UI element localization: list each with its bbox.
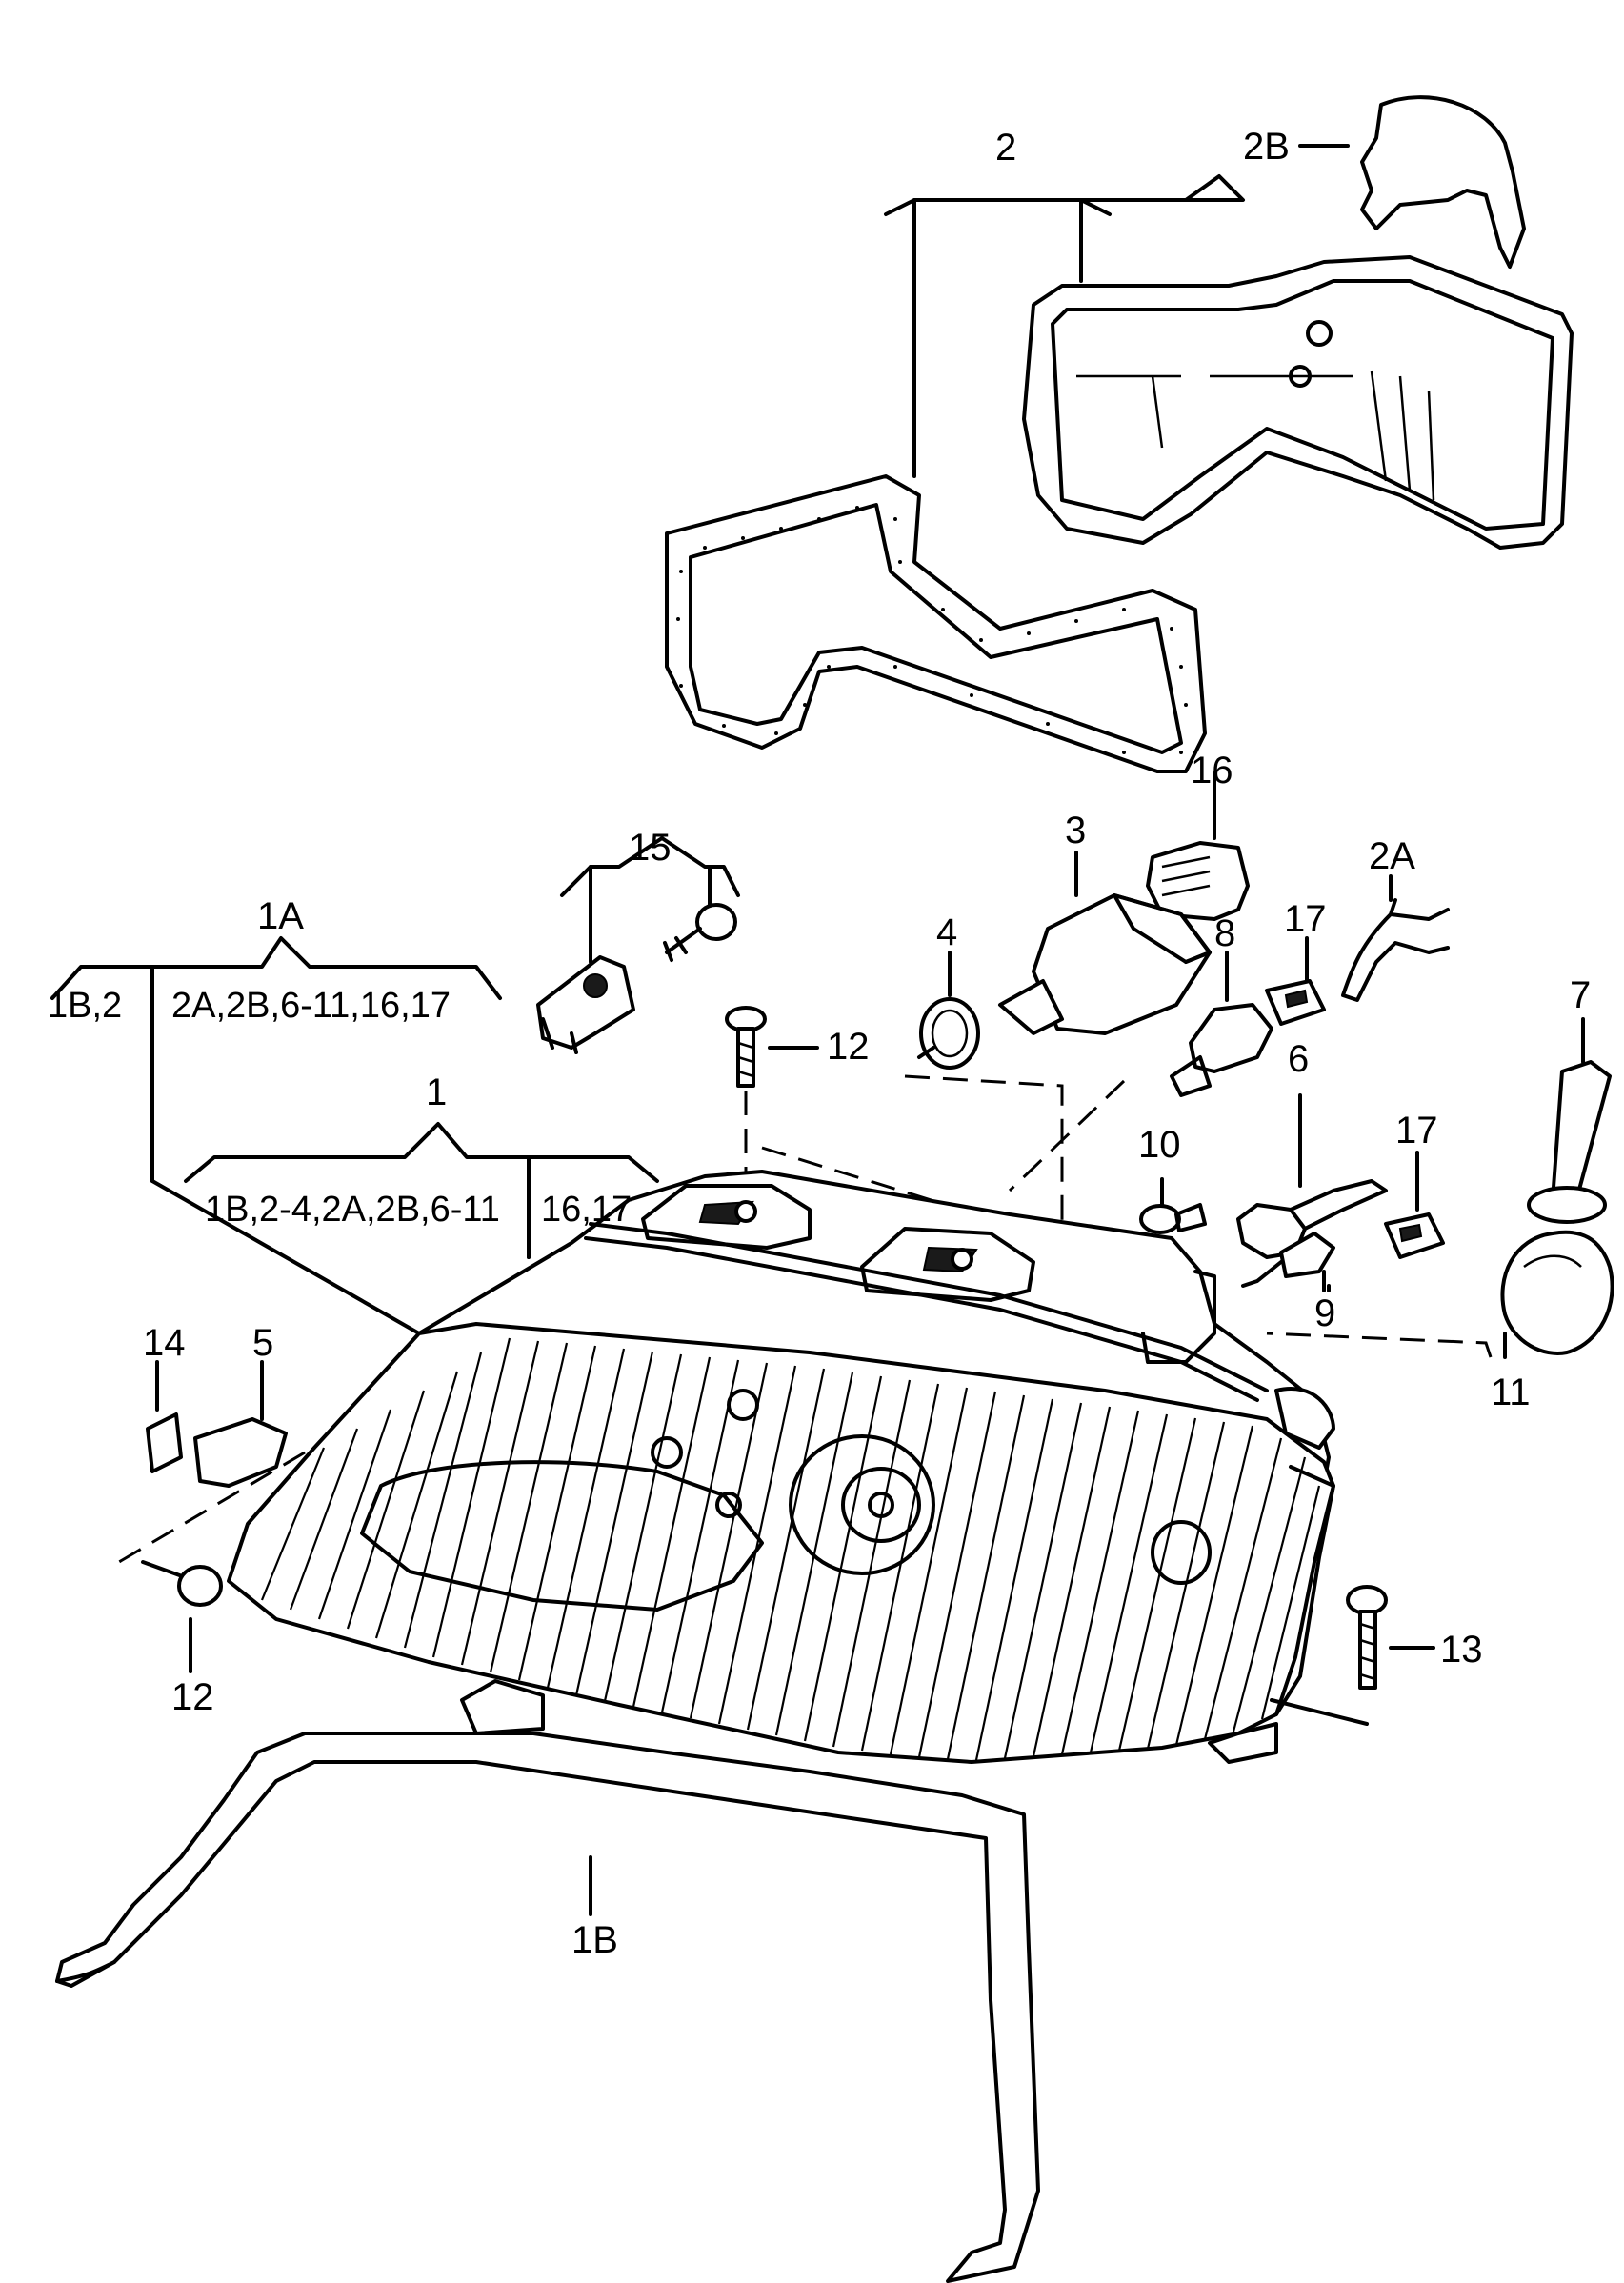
part-13-bolt bbox=[1270, 1585, 1435, 1726]
label-8: 8 bbox=[1214, 912, 1235, 954]
part-2-bracket bbox=[884, 174, 1245, 478]
part-12-bolt-lower bbox=[141, 1560, 223, 1673]
label-9: 9 bbox=[1314, 1292, 1335, 1334]
part-1-headlight bbox=[227, 1170, 1335, 1764]
label-11: 11 bbox=[1491, 1372, 1531, 1413]
part-1b-frame bbox=[55, 1679, 1040, 2283]
part-17-upper bbox=[1265, 936, 1326, 1026]
part-4-ring bbox=[917, 951, 980, 1070]
label-1b: 1B bbox=[571, 1919, 618, 1961]
group-1-right: 16,17 bbox=[541, 1190, 632, 1230]
label-16: 16 bbox=[1191, 750, 1233, 791]
part-2-gasket bbox=[665, 474, 1207, 773]
leader-lines bbox=[1298, 144, 1507, 1359]
label-4: 4 bbox=[936, 911, 957, 953]
part-17-lower bbox=[1384, 1151, 1445, 1259]
label-10: 10 bbox=[1138, 1124, 1181, 1166]
part-12-bolt-upper bbox=[725, 1006, 819, 1088]
part-15-clip bbox=[536, 955, 635, 1054]
part-3-motor bbox=[998, 851, 1212, 1035]
group-1a-left: 1B,2 bbox=[48, 986, 122, 1026]
part-5-bracket bbox=[193, 1360, 288, 1488]
part-8-bulb bbox=[1170, 951, 1273, 1097]
part-2a-spring bbox=[1341, 874, 1450, 1002]
part-10-bulb bbox=[1139, 1177, 1207, 1234]
part-7-socket bbox=[1527, 1017, 1612, 1224]
label-12-lower: 12 bbox=[171, 1676, 214, 1718]
label-6: 6 bbox=[1288, 1038, 1309, 1080]
label-2a: 2A bbox=[1369, 835, 1415, 877]
part-2b-cap bbox=[1360, 95, 1526, 269]
part-11-bulb bbox=[1266, 1230, 1614, 1358]
label-13: 13 bbox=[1440, 1629, 1483, 1671]
label-2b: 2B bbox=[1243, 126, 1290, 168]
group-1-left: 1B,2-4,2A,2B,6-11 bbox=[205, 1190, 500, 1230]
group-1a-right: 2A,2B,6-11,16,17 bbox=[171, 986, 451, 1026]
part-14-nut bbox=[146, 1360, 183, 1473]
label-3: 3 bbox=[1065, 810, 1086, 851]
label-14: 14 bbox=[143, 1322, 186, 1364]
label-17-upper: 17 bbox=[1284, 898, 1327, 940]
label-1: 1 bbox=[426, 1071, 447, 1113]
label-12-upper: 12 bbox=[827, 1026, 870, 1068]
label-2: 2 bbox=[995, 127, 1016, 169]
label-1a: 1A bbox=[257, 895, 304, 937]
label-17-lower: 17 bbox=[1395, 1110, 1438, 1152]
part-2-housing-cover bbox=[1022, 255, 1574, 550]
callout-labels: 2B 2 16 3 15 2A 1A 4 8 17 7 12 6 1 10 17… bbox=[48, 126, 1591, 1961]
label-5: 5 bbox=[252, 1322, 273, 1364]
part-15-screw bbox=[663, 903, 737, 962]
label-7: 7 bbox=[1570, 974, 1591, 1016]
label-15: 15 bbox=[629, 827, 672, 869]
part-16-connector bbox=[1146, 771, 1250, 921]
part-9-bulb bbox=[1241, 1232, 1335, 1292]
